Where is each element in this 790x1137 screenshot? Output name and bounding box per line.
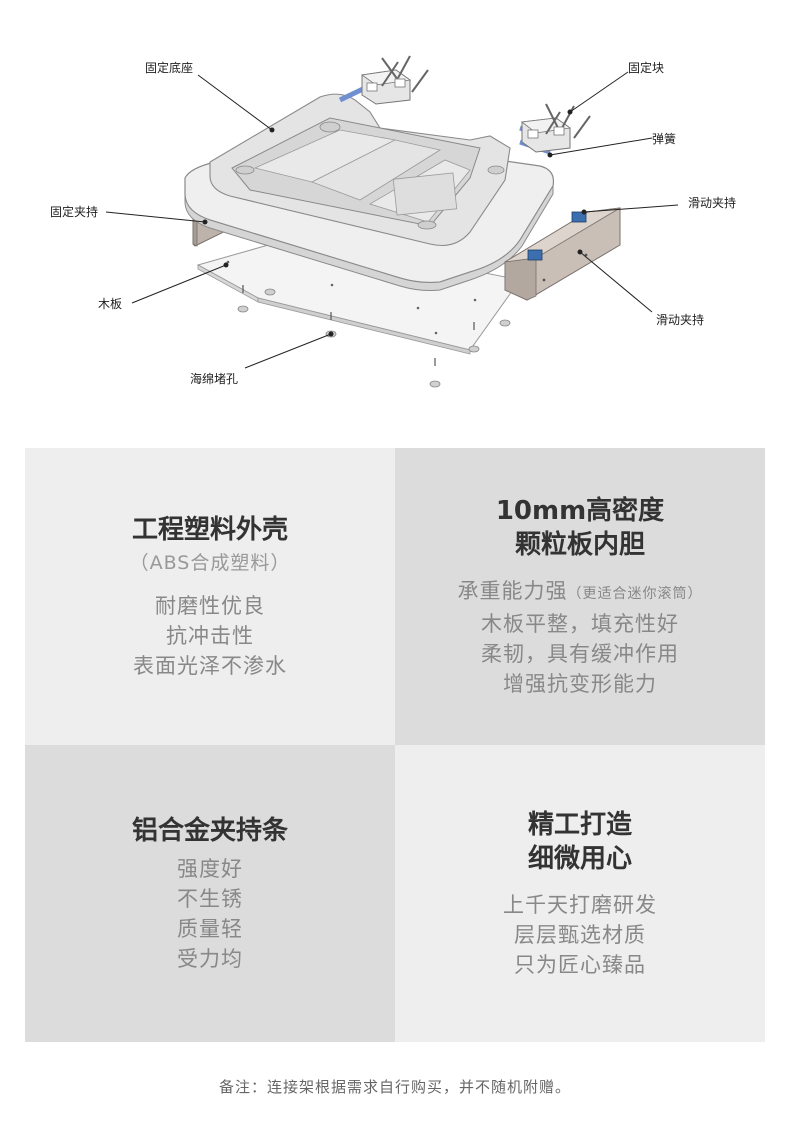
feature-list: 强度好 不生锈 质量轻 受力均 [177,854,243,974]
feature-item-main: 承重能力强 [457,579,568,603]
feature-title-line2: 细微用心 [527,843,632,874]
label-sliding-clamp-bottom: 滑动夹持 [656,313,705,327]
feature-title-line2: 颗粒板内胆 [514,530,645,560]
feature-item: 层层甄选材质 [514,922,646,947]
sponge-plugs [237,288,511,388]
label-fixed-base: 固定底座 [145,61,194,75]
product-illustration [105,55,679,388]
feature-subtitle: （ABS合成塑料） [129,551,291,574]
feature-item: 上千天打磨研发 [503,892,657,917]
feature-item: 承重能力强（更适合迷你滚筒） [458,576,703,609]
feature-title: 10mm高密度 [495,496,665,526]
label-fixed-clamp: 固定夹持 [50,205,99,219]
label-sliding-clamp-top: 滑动夹持 [688,196,737,210]
feature-item: 耐磨性优良 [155,593,265,618]
feature-item: 抗冲击性 [166,623,254,648]
leader-lines [105,71,679,369]
feature-item-note: （更适合迷你滚筒） [567,586,703,602]
feature-item: 增强抗变形能力 [503,672,657,696]
fixed-block-right [519,103,591,155]
feature-item: 不生锈 [177,886,243,911]
label-sponge-plug: 海绵堵孔 [190,372,239,386]
feature-item: 木板平整，填充性好 [481,612,679,636]
label-fixed-block: 固定块 [628,61,665,75]
feature-list: 承重能力强（更适合迷你滚筒） 木板平整，填充性好 柔韧，具有缓冲作用 增强抗变形… [458,576,703,699]
footnote: 备注：连接架根据需求自行购买，并不随机附赠。 [218,1078,571,1096]
feature-item: 柔韧，具有缓冲作用 [481,642,679,666]
feature-shell: 工程塑料外壳 （ABS合成塑料） 耐磨性优良 抗冲击性 表面光泽不渗水 [25,448,395,745]
feature-list: 耐磨性优良 抗冲击性 表面光泽不渗水 [133,591,287,681]
label-wood-board: 木板 [98,297,123,311]
feature-title: 工程塑料外壳 [131,514,288,545]
label-spring: 弹簧 [652,132,677,146]
feature-item: 表面光泽不渗水 [133,653,287,678]
feature-item: 强度好 [177,856,243,881]
exploded-diagram: 固定底座 固定块 弹簧 滑动夹持 固定夹持 木板 滑动夹持 海绵堵孔 [0,0,790,420]
feature-list: 上千天打磨研发 层层甄选材质 只为匠心臻品 [503,890,657,980]
feature-item: 只为匠心臻品 [514,952,646,977]
feature-item: 质量轻 [177,916,243,941]
feature-board-core: 10mm高密度 颗粒板内胆 承重能力强（更适合迷你滚筒） 木板平整，填充性好 柔… [395,448,765,745]
feature-aluminum-clamp: 铝合金夹持条 强度好 不生锈 质量轻 受力均 [25,745,395,1042]
fixed-block-top [338,55,429,105]
feature-title: 铝合金夹持条 [131,815,288,846]
sliding-clamp-shape [504,207,621,301]
feature-craftsmanship: 精工打造 细微用心 上千天打磨研发 层层甄选材质 只为匠心臻品 [395,745,765,1042]
feature-title: 精工打造 [527,809,632,840]
feature-grid: 工程塑料外壳 （ABS合成塑料） 耐磨性优良 抗冲击性 表面光泽不渗水 10mm… [25,448,765,1042]
feature-item: 受力均 [177,946,243,971]
